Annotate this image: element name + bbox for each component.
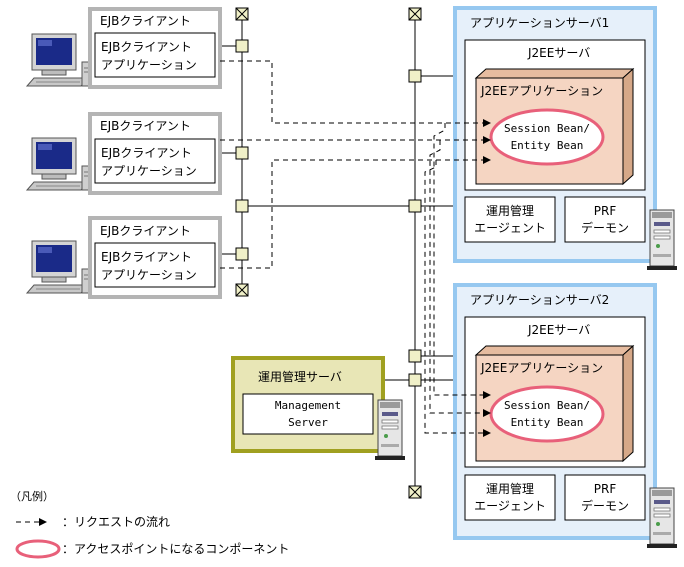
ejb-client-app-line1: EJBクライアント <box>101 40 192 54</box>
bean-label-line2: Entity Bean <box>511 139 584 152</box>
j2ee-server-label: J2EEサーバ <box>527 323 590 337</box>
bean-label-line2: Entity Bean <box>511 416 584 429</box>
tower-server-icon <box>646 209 678 271</box>
hub-node-icon <box>235 39 249 53</box>
hub-node-icon <box>235 247 249 261</box>
bean-label-line1: Session Bean/ <box>504 122 590 135</box>
network-links <box>220 45 465 381</box>
hub-node-icon <box>408 69 422 83</box>
pc-terminal-icon <box>26 137 96 191</box>
legend-ring-icon <box>15 539 61 559</box>
mgmt-inner-line1: Management <box>275 399 341 412</box>
ejb-client-1: EJBクライアント EJBクライアント アプリケーション <box>26 7 222 89</box>
ejb-client-2: EJBクライアント EJBクライアント アプリケーション <box>26 112 222 195</box>
tower-server-icon <box>374 399 406 461</box>
terminator-icon <box>235 283 249 297</box>
mgmt-server: 運用管理サーバ Management Server <box>231 356 385 453</box>
bean-label-line1: Session Bean/ <box>504 399 590 412</box>
ejb-client-app-line2: アプリケーション <box>101 58 197 72</box>
legend-title: （凡例） <box>10 489 54 503</box>
terminator-icon <box>408 7 422 21</box>
prf-daemon-line2: デーモン <box>581 220 629 235</box>
prf-daemon-line2: デーモン <box>581 498 629 513</box>
j2ee-server-label: J2EEサーバ <box>527 46 590 60</box>
mgmt-inner-line2: Server <box>288 416 328 429</box>
mgmt-agent-line2: エージェント <box>474 499 546 513</box>
hub-node-icon <box>408 199 422 213</box>
hub-node-icon <box>235 199 249 213</box>
j2ee-app-label: J2EEアプリケーション <box>480 361 603 375</box>
legend: （凡例） ：リクエストの流れ ：アクセスポイントになるコンポーネント <box>10 489 289 559</box>
hub-node-icon <box>235 146 249 160</box>
app-server-1-title: アプリケーションサーバ1 <box>470 16 609 30</box>
ejb-client-title: EJBクライアント <box>100 224 191 238</box>
ejb-client-app-line1: EJBクライアント <box>101 146 192 160</box>
mgmt-agent-line1: 運用管理 <box>486 203 534 218</box>
ejb-client-3: EJBクライアント EJBクライアント アプリケーション <box>26 216 222 299</box>
ejb-client-app-line1: EJBクライアント <box>101 250 192 264</box>
j2ee-application-box: J2EEアプリケーション Session Bean/ Entity Bean <box>474 344 635 463</box>
j2ee-app-label: J2EEアプリケーション <box>480 84 603 98</box>
mgmt-agent-line1: 運用管理 <box>486 481 534 496</box>
hub-node-icon <box>408 373 422 387</box>
j2ee-application-box: J2EEアプリケーション Session Bean/ Entity Bean <box>474 67 635 186</box>
access-point-ring <box>489 385 605 443</box>
app-server-2: アプリケーションサーバ2 J2EEサーバ J2EEアプリケーション Sessio… <box>453 283 657 540</box>
legend-access-point: ：アクセスポイントになるコンポーネント <box>62 542 289 556</box>
ejb-client-app-line2: アプリケーション <box>101 164 197 178</box>
prf-daemon-line1: PRF <box>594 204 617 218</box>
terminator-icon <box>408 485 422 499</box>
pc-terminal-icon <box>26 240 96 294</box>
mgmt-server-title: 運用管理サーバ <box>258 369 342 384</box>
access-point-ring <box>489 108 605 166</box>
mgmt-agent-line2: エージェント <box>474 221 546 235</box>
tower-server-icon <box>646 487 678 549</box>
request-flows <box>220 60 491 437</box>
ejb-client-title: EJBクライアント <box>100 119 191 133</box>
prf-daemon-line1: PRF <box>594 482 617 496</box>
app-server-1: アプリケーションサーバ1 J2EEサーバ J2EEアプリケーション Sessio… <box>453 6 657 263</box>
hub-node-icon <box>408 349 422 363</box>
app-server-2-title: アプリケーションサーバ2 <box>470 293 609 307</box>
legend-request-flow: ：リクエストの流れ <box>62 515 170 529</box>
ejb-client-app-line2: アプリケーション <box>101 268 197 282</box>
terminator-icon <box>235 7 249 21</box>
ejb-client-title: EJBクライアント <box>100 14 191 28</box>
pc-terminal-icon <box>26 33 96 87</box>
